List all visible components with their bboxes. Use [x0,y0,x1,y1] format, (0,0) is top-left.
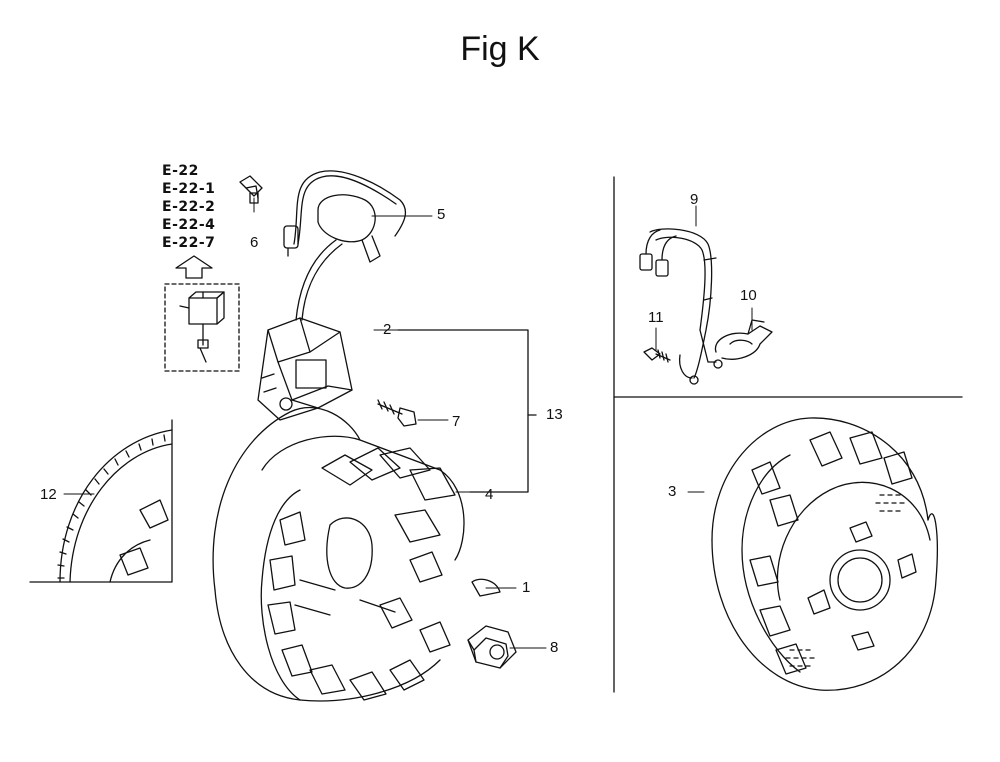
flange-nut-8 [467,625,517,669]
reference-code: E-22-7 [162,235,216,251]
screw-part-11 [643,347,671,363]
leader-lines [63,197,753,649]
callout-7: 7 [452,413,461,430]
screw-part-7 [377,399,417,427]
clamp-part-6 [239,175,263,204]
woodruff-key-1 [471,578,501,597]
callout-2: 2 [383,321,392,338]
spark-plug-lead-5 [283,170,407,321]
coil-subpart-icon [179,291,225,363]
wire-clamp-10 [714,319,773,360]
callout-1: 1 [522,579,531,596]
dashed-subpart-box [164,283,240,372]
callout-5: 5 [437,206,446,223]
ignition-coil-2 [257,317,353,421]
callout-3: 3 [668,483,677,500]
flywheel-left [212,406,465,702]
figure-title: Fig K [460,30,540,68]
callout-8: 8 [550,639,559,656]
callout-13: 13 [546,406,563,423]
callout-4: 4 [485,486,494,503]
up-arrow-icon [175,255,213,279]
callout-10: 10 [740,287,757,304]
reference-code: E-22-4 [162,217,216,233]
flywheel-right-3 [711,417,938,691]
callout-6: 6 [250,234,259,251]
ring-gear-12 [29,419,173,583]
assembly-bracket-13 [397,329,537,493]
callout-12: 12 [40,486,57,503]
callout-11: 11 [648,309,664,326]
reference-code: E-22-2 [162,199,216,215]
reference-code: E-22-1 [162,181,216,197]
callout-9: 9 [690,191,699,208]
reference-code: E-22 [162,163,199,179]
wire-harness-9 [639,228,723,385]
